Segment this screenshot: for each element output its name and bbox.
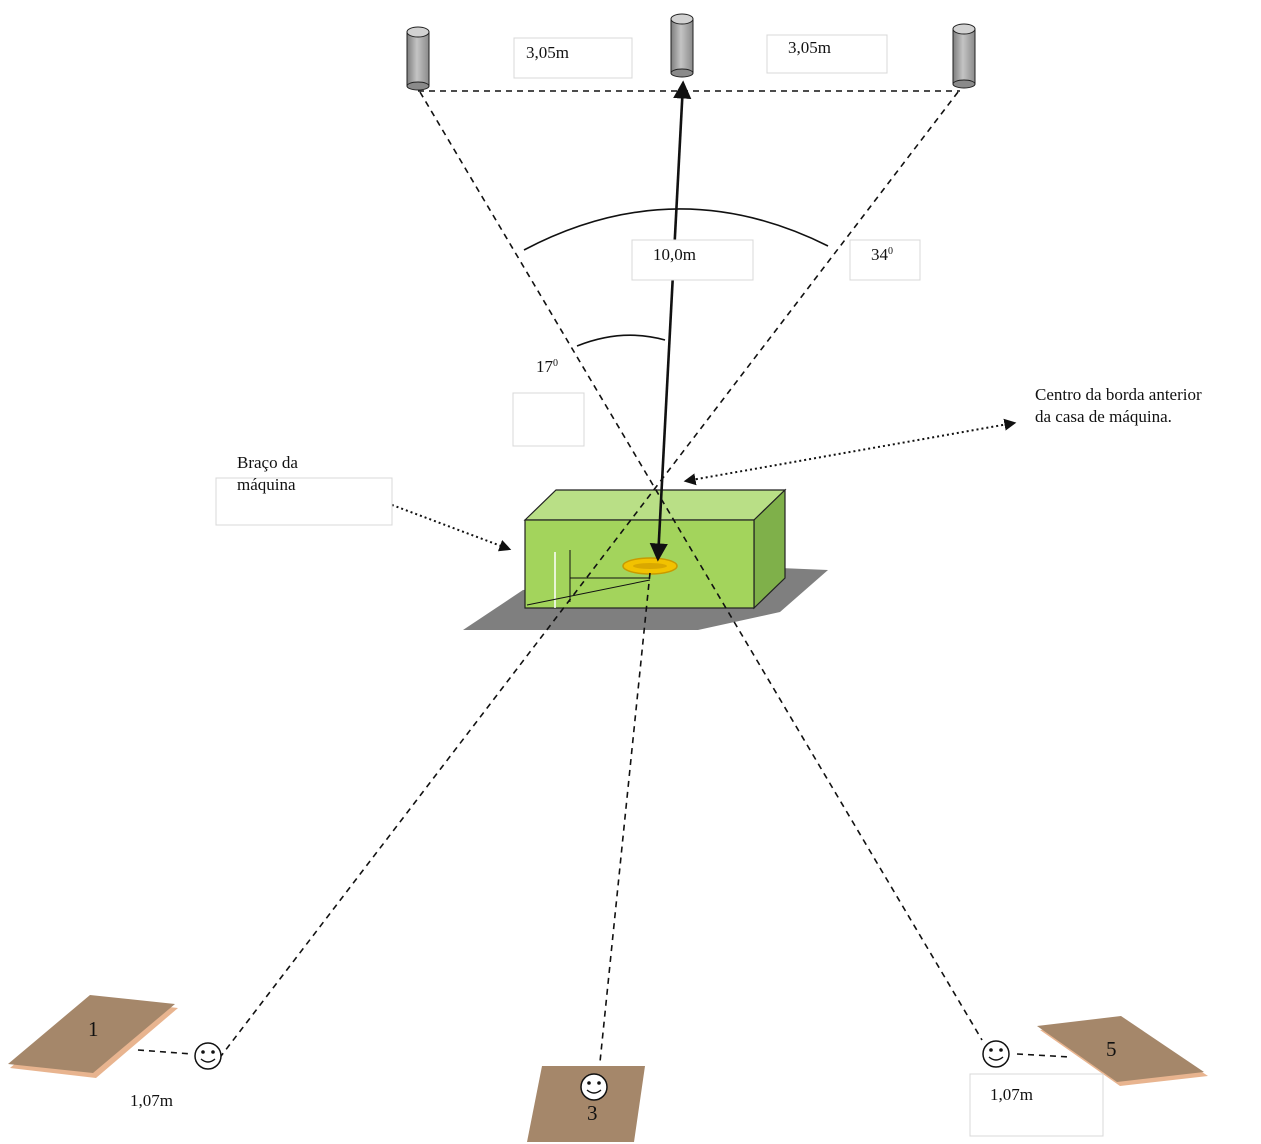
arm-label-line1: Braço da [237, 453, 298, 472]
angle-arc-34 [523, 208, 829, 251]
angle-arc-17 [576, 334, 666, 347]
offset-right-label: 1,07m [990, 1085, 1033, 1104]
position-pad-5: 5 [1037, 1016, 1208, 1086]
center-label-line1: Centro da borda anterior [1035, 385, 1202, 404]
cylinder-pole-icon [670, 13, 694, 78]
distance-arrow [649, 80, 692, 562]
spacing-right-box [766, 34, 888, 74]
distance-box [631, 239, 754, 281]
angle-34-label: 340 [871, 245, 893, 264]
spacing-left-label: 3,05m [526, 43, 569, 62]
radial-line-right [217, 91, 959, 1061]
arm-label-line2: máquina [237, 475, 296, 494]
sound-source-ring-inner [633, 563, 667, 569]
distance-label: 10,0m [653, 245, 696, 264]
spacing-left-box [513, 37, 633, 79]
radial-line-center [599, 572, 651, 1063]
position-pad-1: 1 [8, 995, 178, 1078]
position-3-label: 3 [587, 1101, 598, 1125]
offset-right-box [969, 1073, 1104, 1137]
smiley-face-icon [580, 1073, 608, 1101]
machine-arm-diagonal [526, 579, 651, 606]
position-1-label: 1 [88, 1017, 99, 1041]
machine-top-face [523, 489, 787, 521]
cylinder-pole-icon [952, 23, 976, 89]
smiley-face-icon [194, 1042, 222, 1070]
center-label-line2: da casa de máquina. [1035, 407, 1172, 426]
offset-dash-5 [1016, 1053, 1071, 1058]
offset-dash-1 [137, 1049, 193, 1055]
offset-left-label: 1,07m [130, 1091, 173, 1110]
arm-label-box [215, 477, 393, 526]
radial-line-left [419, 91, 983, 1041]
cylinder-pole-icon [406, 26, 430, 91]
angle-17-box [512, 392, 585, 447]
angle-34-box [849, 239, 921, 281]
center-annotation-arrow [683, 418, 1017, 486]
angle-17-label: 170 [536, 357, 558, 376]
machine-box [523, 488, 787, 610]
spacing-right-label: 3,05m [788, 38, 831, 57]
position-pad-3: 3 [527, 1066, 645, 1142]
smiley-face-icon [982, 1040, 1010, 1068]
position-5-label: 5 [1106, 1037, 1117, 1061]
